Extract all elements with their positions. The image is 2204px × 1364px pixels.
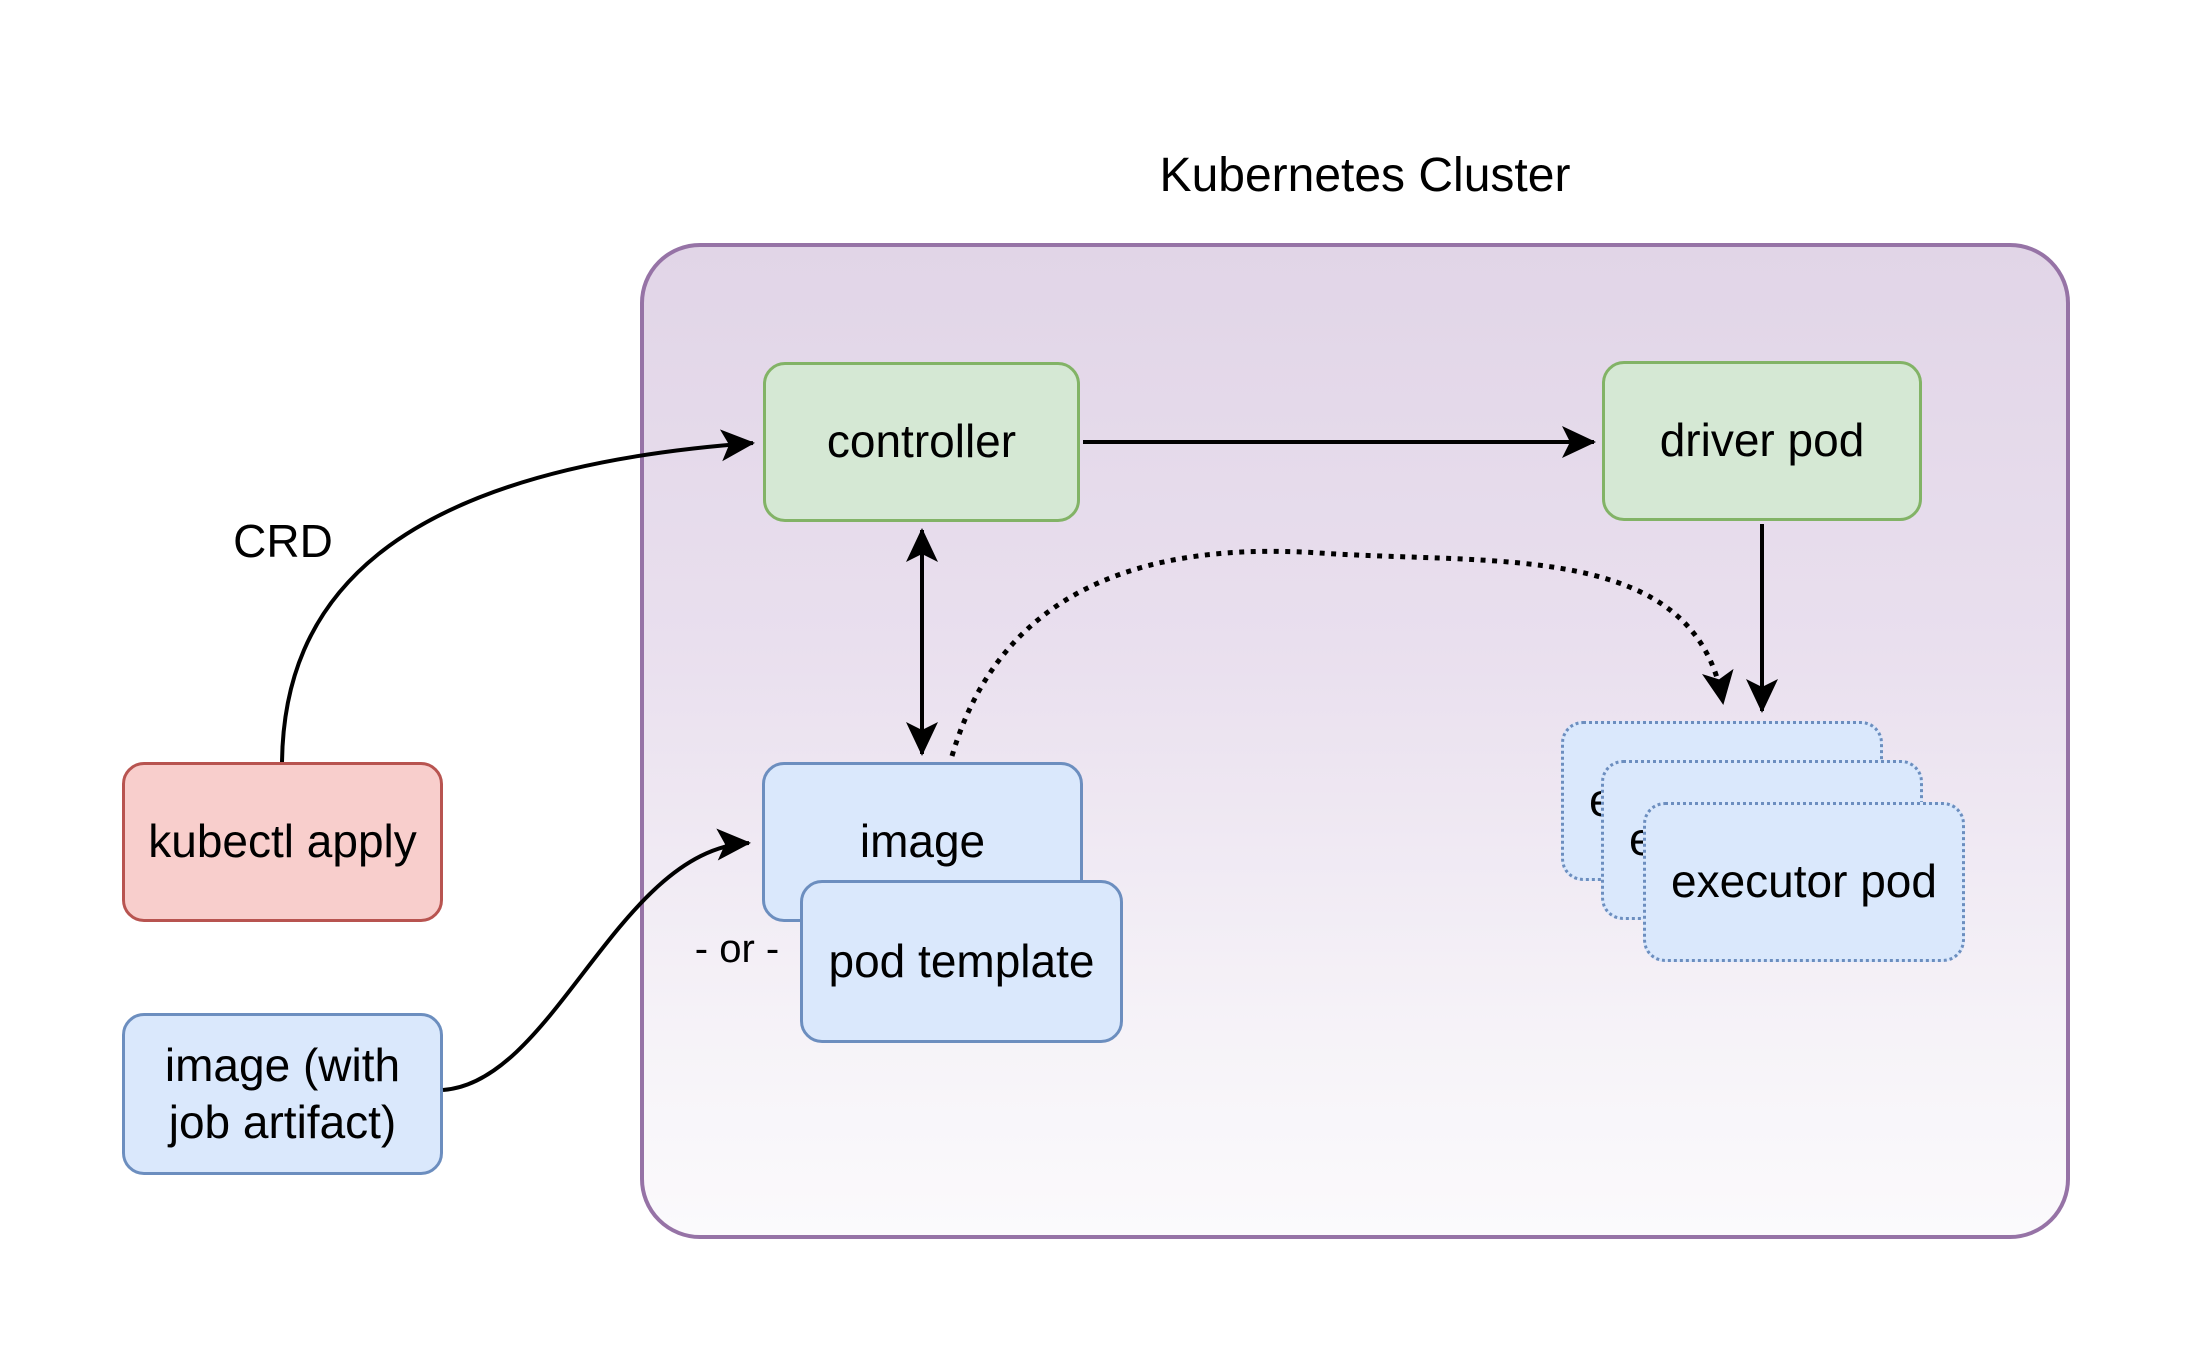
node-image-label: image <box>859 815 986 868</box>
node-controller: controller <box>763 362 1080 522</box>
cluster-title: Kubernetes Cluster <box>1159 149 1571 202</box>
node-executor-pod-front-label: executor pod <box>1671 855 1937 908</box>
node-controller-label: controller <box>826 415 1017 468</box>
crd-edge-label: CRD <box>233 515 333 567</box>
node-kubectl-apply: kubectl apply <box>122 762 443 922</box>
node-executor-pod-front: executor pod <box>1643 802 1965 962</box>
node-driver-pod-label: driver pod <box>1659 414 1865 467</box>
node-kubectl-apply-label: kubectl apply <box>148 815 417 868</box>
node-image-with-job-artifact-label: image (with job artifact) <box>164 1038 401 1149</box>
node-driver-pod: driver pod <box>1602 361 1922 521</box>
node-image-with-job-artifact: image (with job artifact) <box>122 1013 443 1175</box>
node-pod-template: pod template <box>800 880 1123 1043</box>
node-pod-template-label: pod template <box>828 934 1095 987</box>
